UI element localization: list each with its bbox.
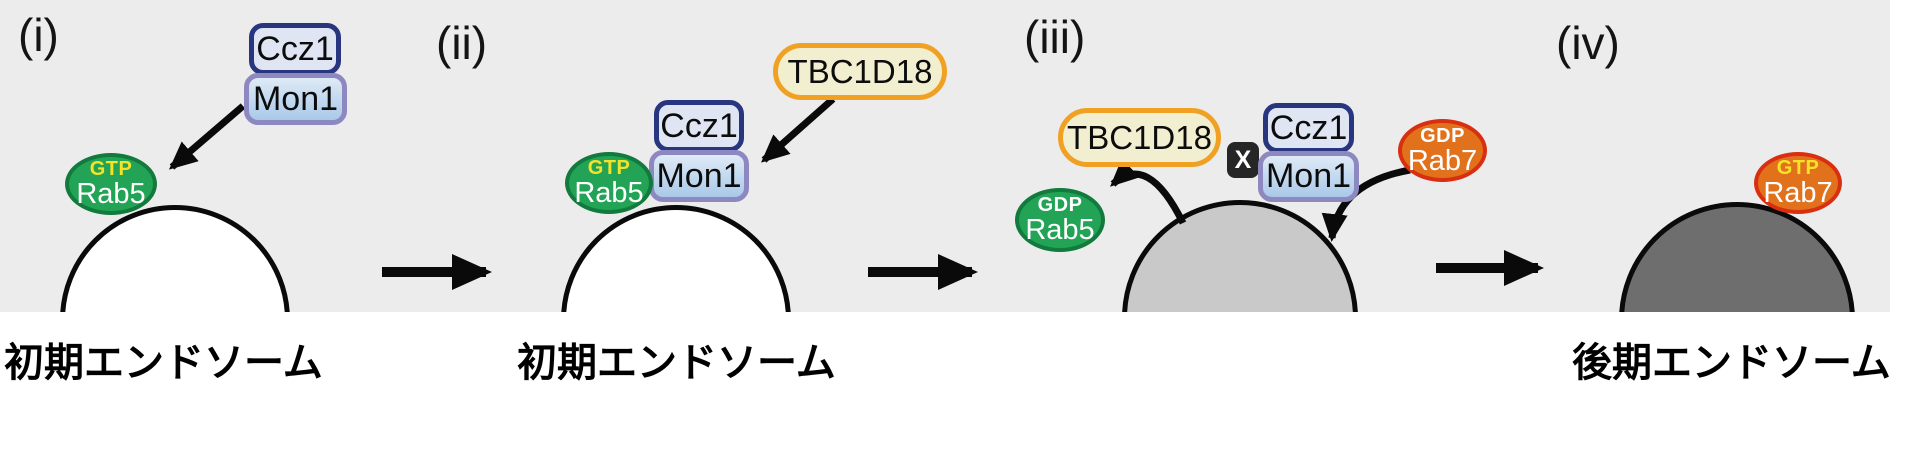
tbc1d18-pill-panel-ii: TBC1D18	[773, 43, 947, 100]
rab5-gtp-badge-panel-i: GTP Rab5	[65, 153, 157, 215]
panel-label-i: (i)	[18, 9, 59, 61]
early-endosome-circle-2	[561, 205, 791, 312]
rab7-gdp-badge-panel-iii: GDP Rab7	[1398, 119, 1487, 182]
ccz1-box-panel-ii: Ccz1	[654, 100, 744, 152]
rab5-label: Rab5	[1025, 214, 1095, 246]
maturing-endosome-circle	[1122, 200, 1358, 312]
rab5-label: Rab5	[76, 178, 146, 210]
rab5-label: Rab5	[574, 177, 644, 209]
caption-early-endosome-2: 初期エンドソーム	[517, 341, 836, 385]
gtp-label: GTP	[89, 158, 133, 180]
rab5-gdp-badge-panel-iii: GDP Rab5	[1015, 188, 1105, 252]
caption-early-endosome-1: 初期エンドソーム	[4, 341, 323, 385]
mon1-box-panel-iii: Mon1	[1258, 151, 1359, 202]
gdp-label: GDP	[1037, 194, 1083, 216]
gdp-label: GDP	[1420, 124, 1465, 147]
early-endosome-circle-1	[60, 205, 290, 312]
mon1-box-panel-i: Mon1	[244, 73, 347, 125]
x-inhibition-badge: X	[1227, 142, 1259, 178]
ccz1-box-panel-iii: Ccz1	[1263, 103, 1354, 153]
gtp-label: GTP	[587, 157, 631, 179]
panel-label-iv: (iv)	[1556, 17, 1620, 69]
caption-late-endosome: 後期エンドソーム	[1572, 341, 1891, 385]
gtp-label: GTP	[1776, 157, 1820, 179]
ccz1-box-panel-i: Ccz1	[249, 23, 341, 75]
panel-label-ii: (ii)	[436, 17, 488, 69]
tbc1d18-pill-panel-iii: TBC1D18	[1058, 108, 1221, 167]
mon1-box-panel-ii: Mon1	[649, 150, 749, 202]
rab7-label: Rab7	[1763, 177, 1833, 209]
rab7-gtp-badge-panel-iv: GTP Rab7	[1754, 152, 1842, 214]
late-endosome-circle	[1619, 202, 1855, 312]
panel-label-iii: (iii)	[1024, 11, 1086, 63]
rab7-label: Rab7	[1407, 144, 1478, 177]
rab5-gtp-badge-panel-ii: GTP Rab5	[565, 152, 653, 214]
